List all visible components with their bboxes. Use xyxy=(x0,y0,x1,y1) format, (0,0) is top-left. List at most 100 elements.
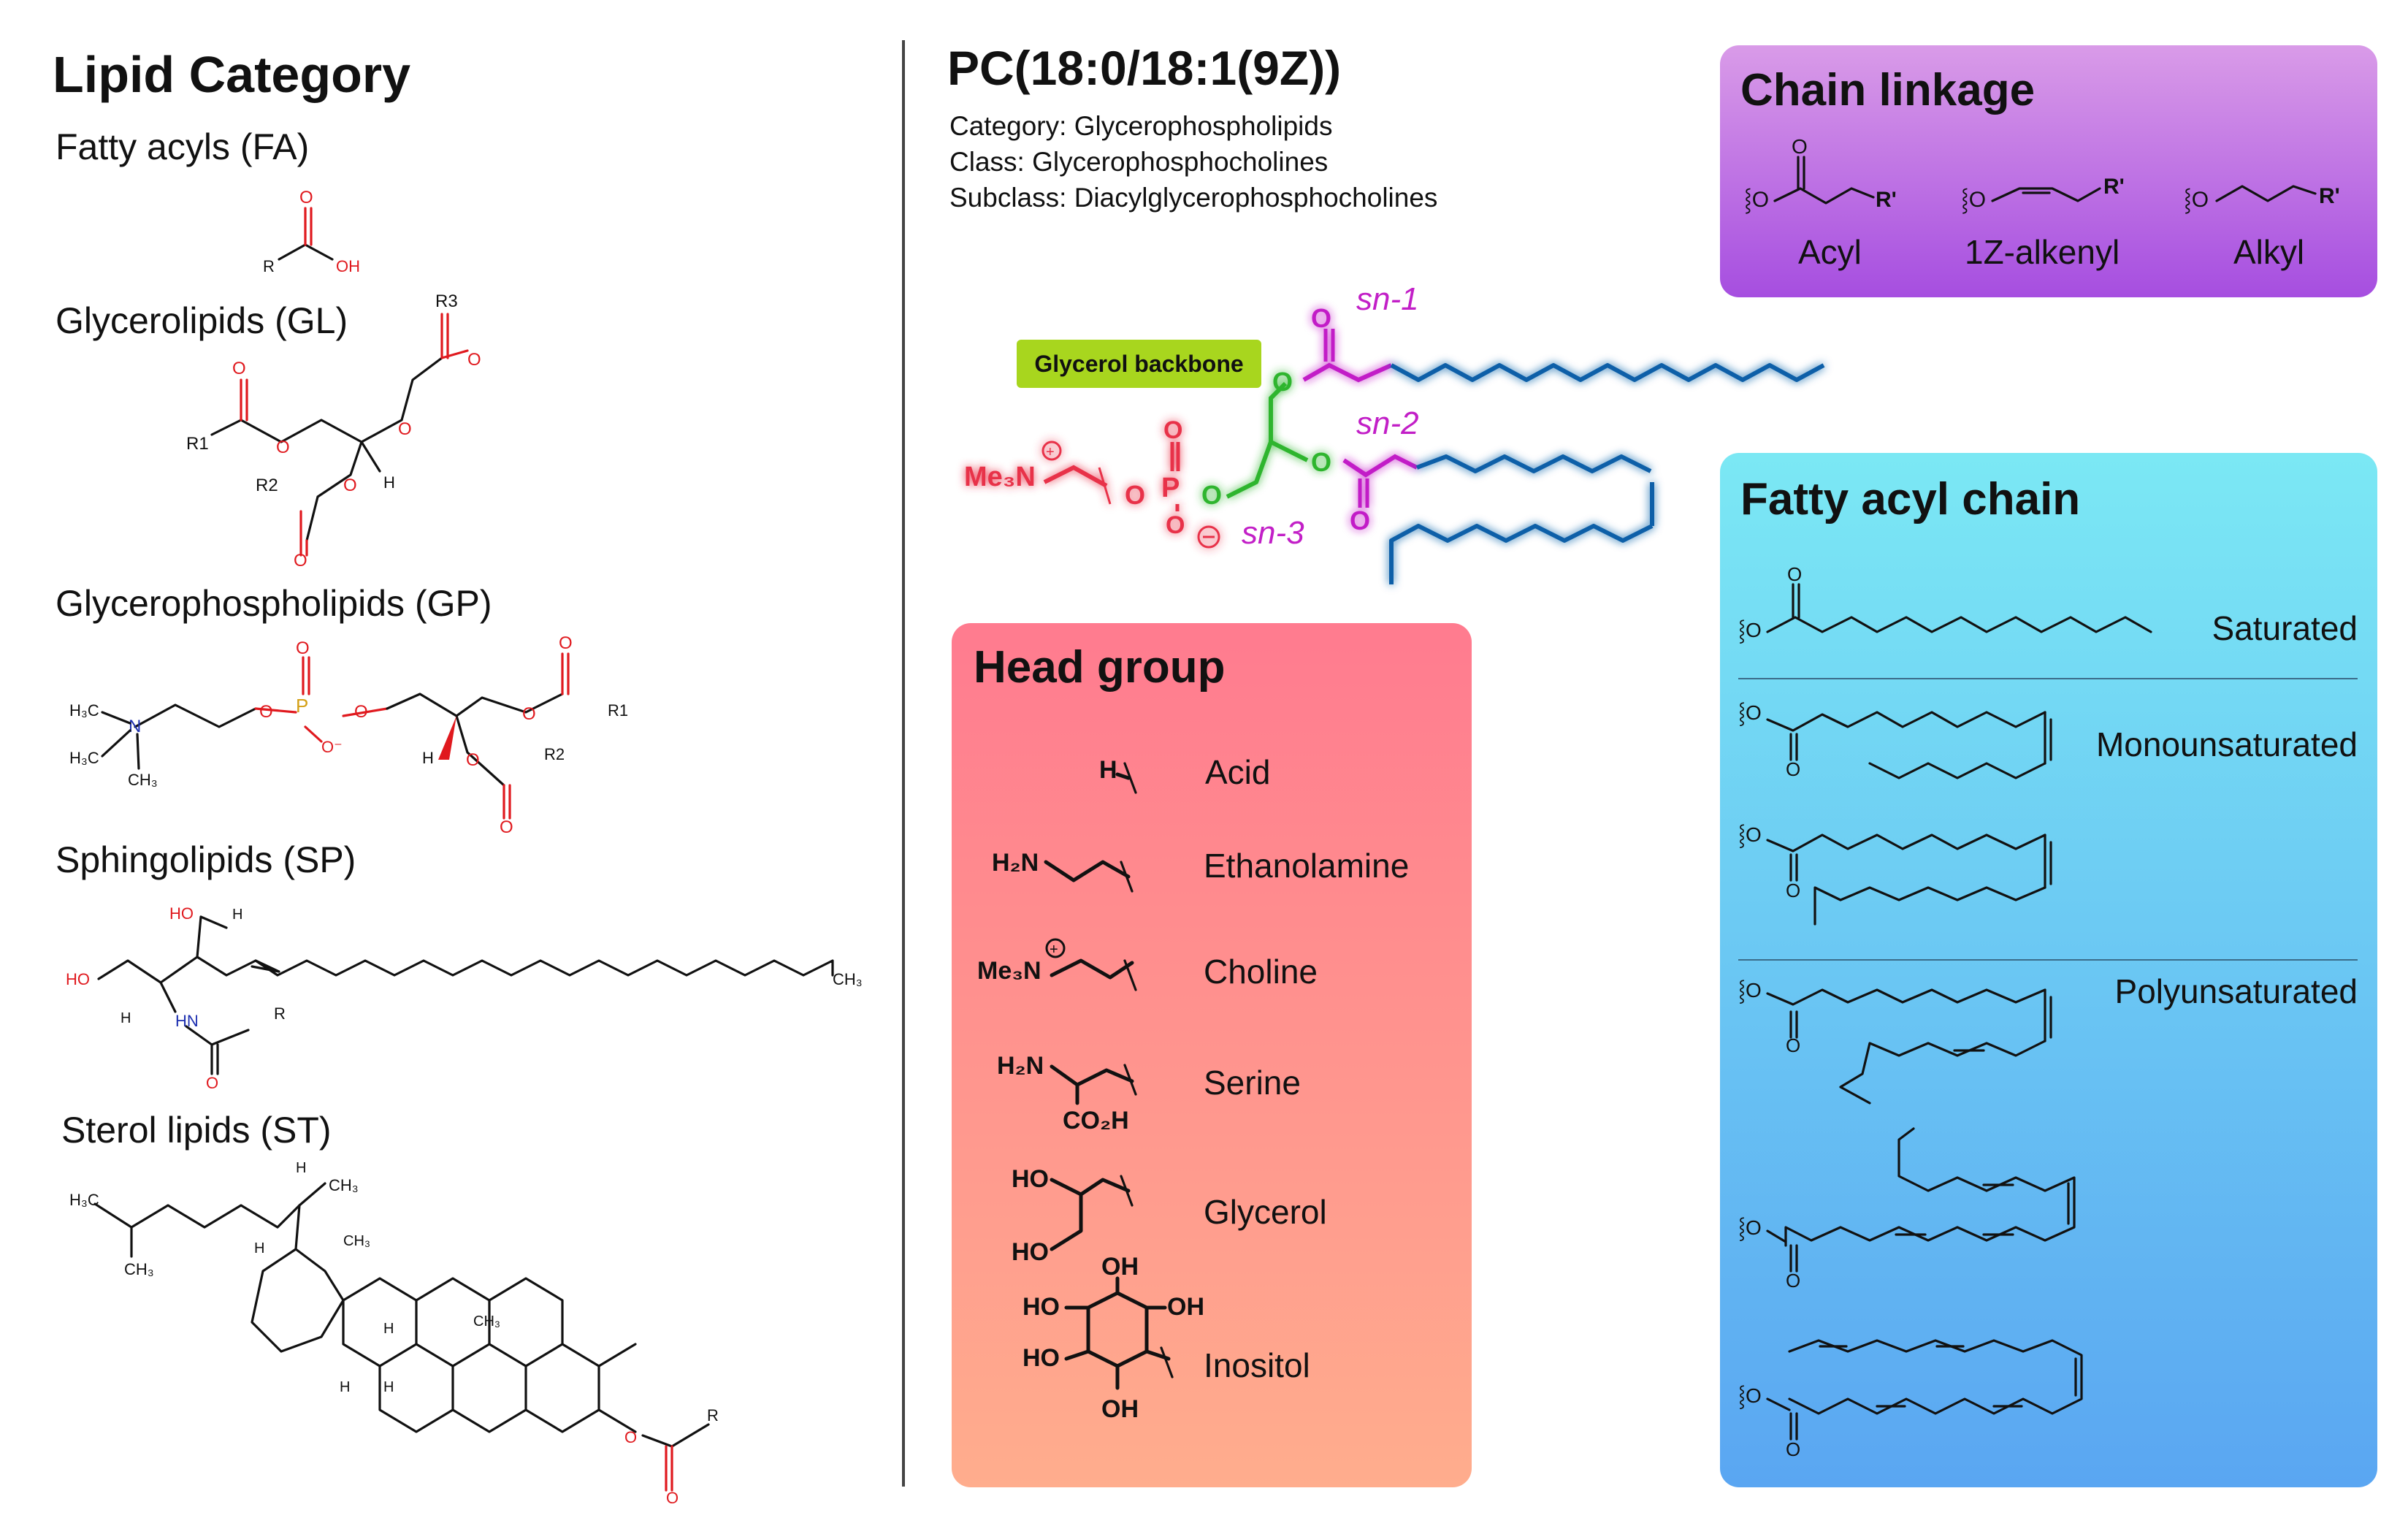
svg-text:HO: HO xyxy=(66,970,90,988)
svg-text:O: O xyxy=(500,817,513,837)
sn3-label: sn-3 xyxy=(1242,515,1304,551)
ethanolamine-head-structure: H₂N xyxy=(992,849,1134,893)
svg-text:O: O xyxy=(1786,1270,1800,1292)
svg-text:O: O xyxy=(259,702,273,722)
svg-text:O: O xyxy=(1786,1438,1800,1460)
fatty-acyl-chain-panel xyxy=(1720,453,2377,1487)
svg-text:O⁻: O⁻ xyxy=(321,738,343,756)
svg-text:⸾O: ⸾O xyxy=(1961,188,1986,214)
svg-text:HO: HO xyxy=(1023,1344,1060,1372)
glycerol-backbone-badge: Glycerol backbone xyxy=(1017,340,1261,388)
category-fa-label: Fatty acyls (FA) xyxy=(56,126,310,167)
head-group-panel xyxy=(952,623,1472,1487)
linkage-alkyl-label: Alkyl xyxy=(2233,233,2305,271)
svg-text:N: N xyxy=(129,717,141,736)
head-choline-label: Choline xyxy=(1204,953,1318,991)
svg-text:R2: R2 xyxy=(544,745,565,763)
svg-text:O: O xyxy=(1311,303,1331,333)
fatty-acyl-chain-title: Fatty acyl chain xyxy=(1740,474,2081,525)
sn2-label: sn-2 xyxy=(1356,405,1419,441)
svg-text:CH₃: CH₃ xyxy=(343,1233,370,1249)
svg-text:H: H xyxy=(340,1379,350,1395)
svg-text:O: O xyxy=(1786,1034,1800,1056)
svg-text:O: O xyxy=(1787,563,1802,585)
svg-text:R1: R1 xyxy=(608,701,628,720)
alkenyl-structure: ⸾O R' xyxy=(1961,175,2125,214)
svg-text:O: O xyxy=(1786,880,1800,901)
svg-text:⸾O: ⸾O xyxy=(1744,188,1769,214)
lipid-category-line: Category: Glycerophospholipids xyxy=(949,111,1333,141)
svg-text:R: R xyxy=(707,1406,719,1424)
svg-text:⸾O: ⸾O xyxy=(1738,979,1762,1004)
svg-text:O: O xyxy=(666,1489,679,1507)
svg-text:⸾O: ⸾O xyxy=(1738,1384,1762,1410)
svg-text:R: R xyxy=(263,257,275,275)
svg-text:H₂N: H₂N xyxy=(992,849,1039,877)
svg-text:O: O xyxy=(1792,135,1808,158)
acid-head-structure: H xyxy=(1099,756,1137,794)
choline-head-structure: Me₃N + xyxy=(977,938,1137,991)
svg-text:R': R' xyxy=(2319,184,2340,208)
alkyl-structure: ⸾O R' xyxy=(2184,184,2340,214)
svg-text:R2: R2 xyxy=(256,476,278,495)
category-sp-label: Sphingolipids (SP) xyxy=(56,839,356,880)
fatty-acid-structure: O R OH xyxy=(263,188,360,275)
mono-chain-1-structure: ⸾O O xyxy=(1738,701,2052,780)
svg-text:⸾O: ⸾O xyxy=(2184,188,2209,214)
svg-text:O: O xyxy=(398,419,412,439)
svg-text:H₃C: H₃C xyxy=(69,1191,99,1209)
svg-text:O: O xyxy=(1125,480,1145,510)
svg-text:R': R' xyxy=(2103,175,2125,199)
linkage-alkenyl-label: 1Z-alkenyl xyxy=(1965,233,2120,271)
svg-text:O: O xyxy=(343,476,357,495)
sn1-label: sn-1 xyxy=(1356,281,1419,317)
lipid-class-line: Class: Glycerophosphocholines xyxy=(949,147,1329,177)
svg-text:+: + xyxy=(1050,942,1058,958)
svg-text:⸾O: ⸾O xyxy=(1738,701,1762,727)
svg-text:P: P xyxy=(1161,473,1180,503)
svg-text:CO₂H: CO₂H xyxy=(1063,1107,1129,1134)
svg-text:O: O xyxy=(466,750,480,770)
svg-text:HO: HO xyxy=(1012,1238,1049,1266)
inositol-head-structure: OH HO OH HO OH xyxy=(1023,1253,1204,1423)
pc-acyl-chains xyxy=(1389,363,1825,584)
svg-text:O: O xyxy=(624,1428,637,1446)
svg-text:H: H xyxy=(422,749,434,767)
center-divider xyxy=(902,40,905,1487)
category-gp-label: Glycerophospholipids (GP) xyxy=(56,583,492,624)
svg-text:CH₃: CH₃ xyxy=(128,771,158,789)
svg-text:H₃C: H₃C xyxy=(69,701,99,720)
svg-text:CH₃: CH₃ xyxy=(833,970,863,988)
svg-text:H: H xyxy=(383,473,395,492)
svg-text:O: O xyxy=(1201,480,1222,510)
lipid-category-title: Lipid Category xyxy=(53,46,411,103)
svg-text:O: O xyxy=(206,1074,218,1092)
svg-text:Me₃N: Me₃N xyxy=(964,462,1036,492)
category-gl-label: Glycerolipids (GL) xyxy=(56,300,348,341)
svg-text:O: O xyxy=(299,188,313,207)
svg-text:O: O xyxy=(1311,447,1331,477)
head-glycerol-label: Glycerol xyxy=(1204,1193,1327,1231)
fa-divider-2 xyxy=(1738,959,2358,961)
svg-text:P: P xyxy=(296,695,308,717)
glycerol-head-structure: HO HO xyxy=(1012,1165,1134,1266)
mono-chain-2-structure: ⸾O O xyxy=(1738,823,2052,926)
svg-text:⸾O: ⸾O xyxy=(1738,823,1762,849)
poly-chain-2-structure: ⸾O O xyxy=(1738,1127,2076,1292)
svg-text:O: O xyxy=(1350,506,1370,535)
category-st-label: Sterol lipids (ST) xyxy=(61,1110,332,1151)
svg-text:O: O xyxy=(294,551,307,571)
head-inositol-label: Inositol xyxy=(1204,1346,1310,1384)
fa-saturated-label: Saturated xyxy=(2212,609,2358,647)
svg-text:H: H xyxy=(1099,756,1117,784)
svg-text:O: O xyxy=(1166,511,1185,539)
svg-text:H: H xyxy=(383,1379,394,1395)
fa-polyunsaturated-label: Polyunsaturated xyxy=(2114,972,2358,1010)
svg-text:H: H xyxy=(232,907,242,923)
svg-text:CH₃: CH₃ xyxy=(124,1260,154,1278)
svg-text:OH: OH xyxy=(1101,1395,1139,1423)
svg-text:CH₃: CH₃ xyxy=(329,1176,359,1194)
